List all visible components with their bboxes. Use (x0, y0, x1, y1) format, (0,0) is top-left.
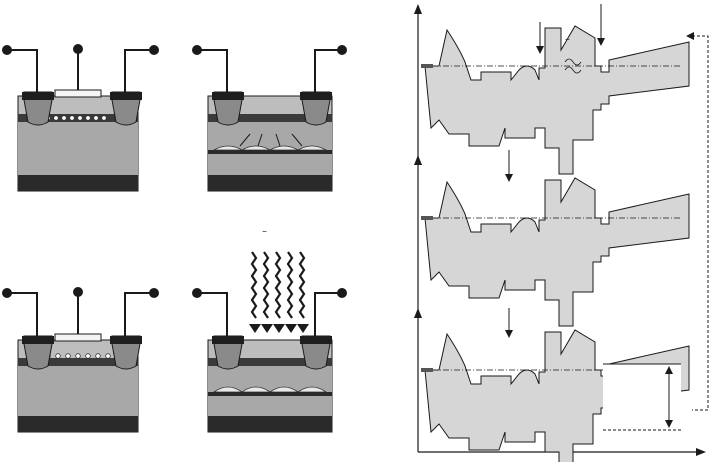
device-bottom-left (2, 287, 159, 432)
profile-middle (421, 150, 689, 326)
feedback-arrow-head (686, 32, 694, 40)
profile-top: – (421, 4, 689, 174)
y-axis-arrow-middle (414, 155, 422, 165)
y-axis-arrow-bottom (414, 308, 422, 318)
feedback-loop (692, 36, 708, 410)
y-axis-arrow-top (414, 4, 422, 14)
device-top-right (192, 45, 347, 191)
band-dash-label: – (565, 34, 570, 45)
profile-bottom (421, 308, 689, 462)
light-rays (252, 252, 304, 318)
device-bottom-right: – (192, 226, 347, 432)
light-dash-label: – (262, 226, 267, 237)
device-top-left (2, 44, 159, 191)
x-axis-arrow (696, 448, 706, 456)
